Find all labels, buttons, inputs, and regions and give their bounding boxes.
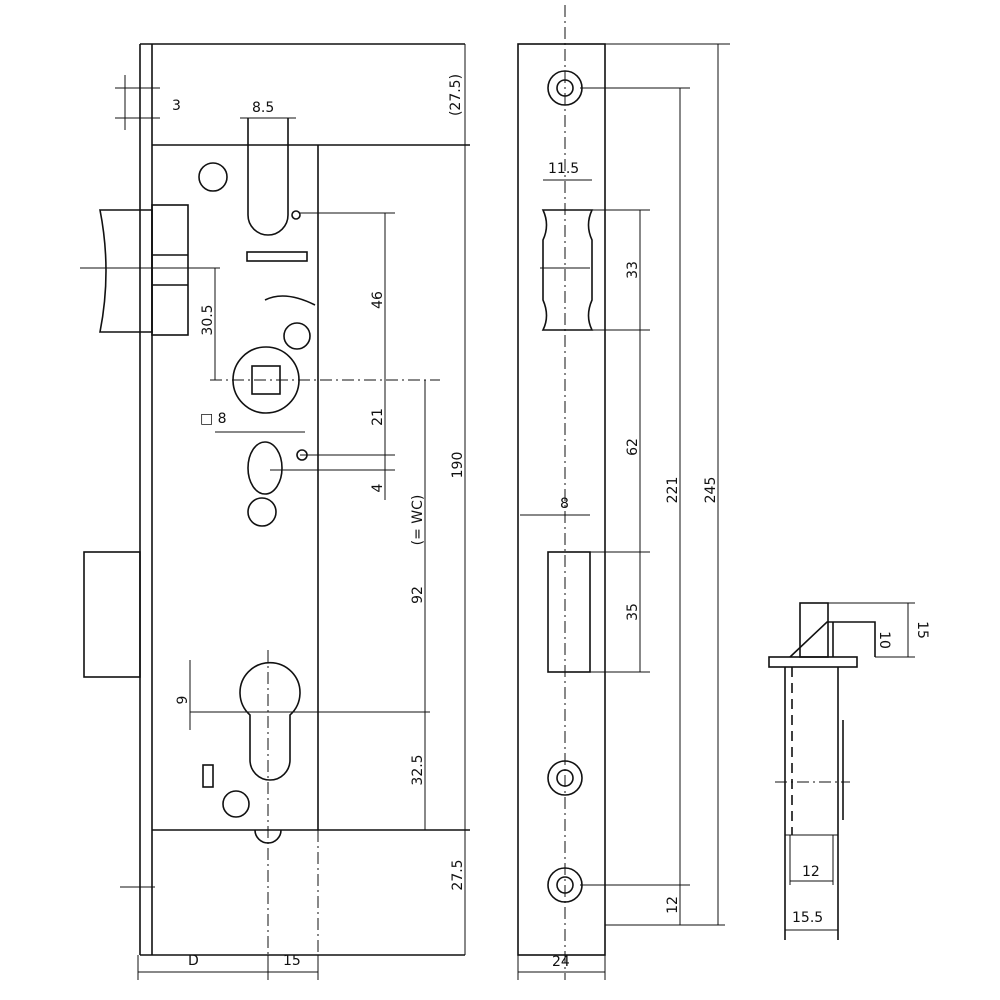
dim-11-5: 11.5 bbox=[548, 161, 579, 177]
dim-27-5-top: (27.5) bbox=[448, 74, 464, 116]
cylinder-cutout bbox=[239, 661, 301, 781]
dim-detail-12: 12 bbox=[802, 864, 820, 880]
dim-12: 12 bbox=[665, 896, 681, 914]
dim-4: 4 bbox=[370, 483, 386, 492]
screw-icon bbox=[247, 497, 277, 527]
dim-30-5: 30.5 bbox=[200, 304, 216, 335]
dim-24: 24 bbox=[552, 954, 570, 970]
dim-92: 92 bbox=[410, 586, 426, 604]
strike-plate-view: 11.5 33 62 8 35 221 245 12 24 bbox=[517, 5, 730, 980]
dim-8: 8 bbox=[560, 496, 569, 512]
dim-sq8: □ 8 bbox=[200, 411, 227, 427]
dim-62: 62 bbox=[625, 438, 641, 456]
dim-8-5: 8.5 bbox=[252, 100, 274, 116]
deadbolt bbox=[83, 551, 141, 678]
dim-detail-15: 15 bbox=[914, 621, 930, 639]
dim-46: 46 bbox=[370, 291, 386, 309]
dim-detail-15-5: 15.5 bbox=[792, 910, 823, 926]
dim-33: 33 bbox=[625, 261, 641, 279]
dim-9: 9 bbox=[175, 696, 191, 705]
dim-wc: (= WC) bbox=[410, 495, 426, 546]
dim-35: 35 bbox=[625, 603, 641, 621]
screw-icon bbox=[222, 790, 250, 818]
dim-32-5: 32.5 bbox=[410, 754, 426, 785]
latch-slot bbox=[541, 209, 594, 331]
screw-icon bbox=[283, 322, 311, 350]
dim-d: D bbox=[188, 953, 199, 969]
dim-15: 15 bbox=[283, 953, 301, 969]
lock-body-view: 3 8.5 (27.5) 30.5 □ 8 46 21 4 (= WC) 92 … bbox=[80, 43, 470, 980]
dim-221: 221 bbox=[665, 477, 681, 504]
screw-icon bbox=[198, 162, 228, 192]
dim-245: 245 bbox=[703, 477, 719, 504]
dim-detail-10: 10 bbox=[876, 631, 892, 649]
dim-27-5-bottom: 27.5 bbox=[450, 859, 466, 890]
bolt-slot bbox=[547, 551, 591, 673]
dim-21: 21 bbox=[370, 408, 386, 426]
latch-detail-view: 15 10 12 15.5 bbox=[768, 602, 930, 940]
dim-190: 190 bbox=[450, 452, 466, 479]
latch-bolt bbox=[99, 209, 153, 333]
dim-3: 3 bbox=[172, 98, 181, 114]
